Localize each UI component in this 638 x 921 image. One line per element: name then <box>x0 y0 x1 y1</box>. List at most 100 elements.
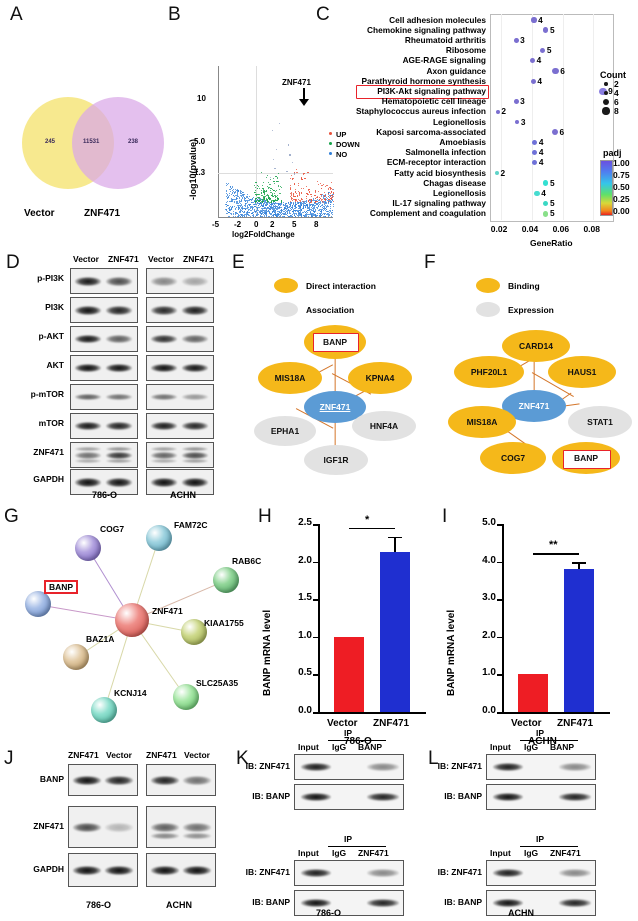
dotplot-row-label: Kaposi sarcoma-associated <box>322 127 486 137</box>
blot-j-box-786o-gapdh <box>68 853 138 887</box>
node-f-haus1[interactable]: HAUS1 <box>548 356 616 388</box>
chart-i-y-axis <box>502 524 504 712</box>
coip-k-ip-title-1: IP <box>344 834 352 844</box>
volcano-point <box>233 214 234 215</box>
dotplot-dot[interactable] <box>496 110 500 114</box>
volcano-point <box>275 191 276 192</box>
chart-i-errorcap-1 <box>572 562 586 564</box>
dotplot-legend-padj-label: 1.00 <box>613 158 630 168</box>
volcano-point <box>264 193 265 194</box>
volcano-point <box>234 196 235 197</box>
string-node-banp[interactable] <box>25 591 51 617</box>
volcano-point <box>288 144 289 145</box>
node-f-phf20l1[interactable]: PHF20L1 <box>454 356 524 388</box>
chart-i-y-tickmark-5 <box>497 524 502 526</box>
volcano-point <box>258 214 259 215</box>
volcano-point <box>293 178 294 179</box>
dotplot-dot[interactable] <box>534 191 539 196</box>
dotplot-dot-count: 3 <box>521 117 526 127</box>
volcano-point <box>231 208 232 209</box>
blot-j-header-2: ZNF471 <box>146 750 177 760</box>
volcano-point <box>263 182 264 183</box>
node-f-card14[interactable]: CARD14 <box>502 330 570 362</box>
volcano-point <box>287 213 288 214</box>
blot-j-footer-786o: 786-O <box>86 900 111 910</box>
dotplot-dot[interactable] <box>531 17 536 22</box>
panel-e-network: Direct interaction Association BANP MIS1… <box>232 250 432 508</box>
blot-band <box>182 277 208 286</box>
blot-band <box>151 335 177 343</box>
node-e-kpna4[interactable]: KPNA4 <box>348 362 412 394</box>
chart-i-bar-0[interactable] <box>518 674 548 712</box>
node-e-mis18a-label: MIS18A <box>275 373 306 383</box>
node-e-igf1r[interactable]: IGF1R <box>304 445 368 475</box>
chart-h-bar-1[interactable] <box>380 552 410 712</box>
blot-band <box>493 793 523 801</box>
legend-swatch-association <box>274 302 298 317</box>
string-node-fam72c[interactable] <box>146 525 172 551</box>
blot-band <box>493 899 523 907</box>
chart-i-bar-1[interactable] <box>564 569 594 712</box>
chart-i-y-tickmark-3 <box>497 599 502 601</box>
string-node-kcnj14[interactable] <box>91 697 117 723</box>
volcano-point <box>270 177 271 178</box>
volcano-point <box>258 205 259 206</box>
volcano-point <box>313 199 314 200</box>
node-f-cog7[interactable]: COG7 <box>480 442 546 474</box>
node-e-mis18a[interactable]: MIS18A <box>258 362 322 394</box>
volcano-point <box>315 211 316 212</box>
chart-h-y-tickmark-4 <box>313 562 318 564</box>
chart-h-bar-0[interactable] <box>334 637 364 712</box>
node-e-epha1[interactable]: EPHA1 <box>254 416 316 446</box>
blot-band <box>151 447 177 451</box>
volcano-point <box>280 193 281 194</box>
string-node-baz1a[interactable] <box>63 644 89 670</box>
volcano-point <box>279 212 280 213</box>
node-f-znf471-label: ZNF471 <box>519 401 550 411</box>
coip-l-ip-title-0: IP <box>536 728 544 738</box>
bar-chart-h: 0.00.51.01.52.02.5BANP mRNA levelVectorZ… <box>256 506 436 746</box>
volcano-point <box>229 195 230 196</box>
volcano-point <box>286 211 287 212</box>
node-f-mis18a[interactable]: MIS18A <box>448 406 516 438</box>
blot-d-box-achn-mtor <box>146 413 214 439</box>
volcano-arrow-head <box>299 99 309 106</box>
dotplot-dot[interactable] <box>552 68 558 74</box>
chart-h-y-tickmark-3 <box>313 599 318 601</box>
blot-band <box>367 793 399 801</box>
node-f-banp[interactable]: BANP <box>552 442 620 474</box>
string-label-kcnj14: KCNJ14 <box>114 688 147 698</box>
blot-j-label-znf471: ZNF471 <box>0 821 64 831</box>
chart-h-sig-line <box>349 528 395 530</box>
blot-d-box-achn-p-akt <box>146 326 214 352</box>
dotplot-legend-padj-label: 0.75 <box>613 170 630 180</box>
dotplot-dot[interactable] <box>543 211 549 217</box>
volcano-point <box>227 184 228 185</box>
dotplot-legend-padj-colorbar <box>600 160 613 216</box>
dotplot-legend-padj-label: 0.50 <box>613 182 630 192</box>
blot-band <box>493 763 523 771</box>
blot-band <box>151 776 179 785</box>
volcano-point <box>309 206 310 207</box>
volcano-point <box>263 206 264 207</box>
node-e-banp[interactable]: BANP <box>304 325 366 359</box>
volcano-point <box>255 194 256 195</box>
node-e-hnf4a[interactable]: HNF4A <box>352 411 416 441</box>
string-node-znf471[interactable] <box>115 603 149 637</box>
string-node-cog7[interactable] <box>75 535 101 561</box>
dotplot-dot[interactable] <box>514 99 519 104</box>
dotplot-dot[interactable] <box>514 38 519 43</box>
volcano-point <box>292 205 293 206</box>
volcano-point <box>241 201 242 202</box>
venn-legend-vector: Vector <box>24 208 55 219</box>
volcano-point <box>266 190 267 191</box>
volcano-point <box>249 212 250 213</box>
string-node-rab6c[interactable] <box>213 567 239 593</box>
blot-d-box-786o-znf471 <box>70 442 138 468</box>
volcano-point <box>315 216 316 217</box>
coip-k-box-0-0 <box>294 754 404 780</box>
node-f-stat1[interactable]: STAT1 <box>568 406 632 438</box>
dotplot-dot[interactable] <box>531 79 536 84</box>
volcano-point <box>266 215 267 216</box>
coip-l-lane-0-1: IgG <box>524 742 538 752</box>
